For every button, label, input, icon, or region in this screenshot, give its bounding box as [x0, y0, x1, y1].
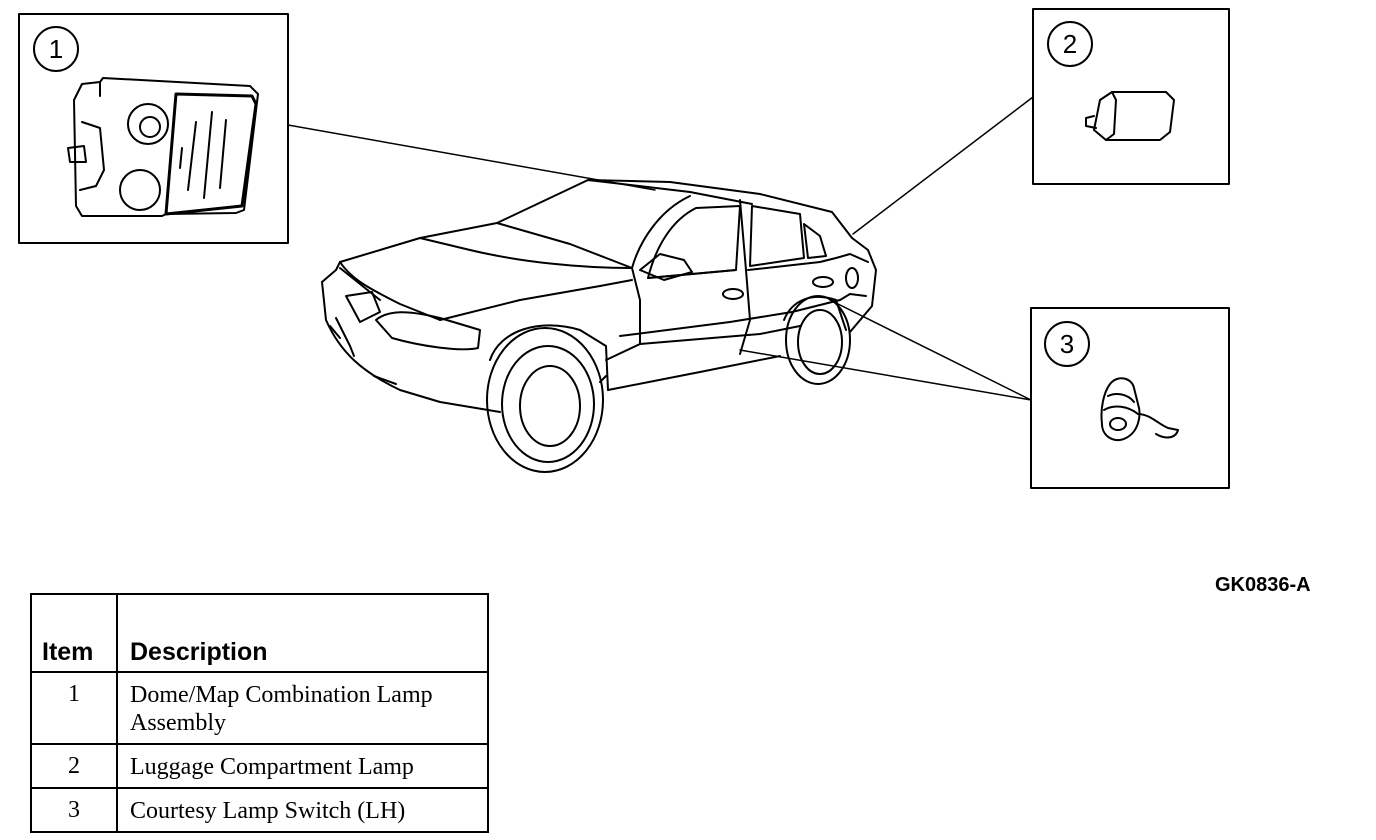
- dome-map-lamp-drawing: [67, 77, 259, 217]
- leader-lines: [287, 96, 1034, 401]
- luggage-lamp-drawing: [1085, 91, 1175, 141]
- legend-item-number: 2: [30, 743, 118, 789]
- callout-circle-3: [1044, 321, 1090, 367]
- legend-table: Item Description 1 Dome/Map Combination …: [30, 593, 489, 833]
- callout-circle-1: [33, 26, 79, 72]
- legend-header-item: Item: [30, 593, 118, 673]
- legend-item-number: 3: [30, 787, 118, 833]
- figure-id: GK0836-A: [1215, 574, 1311, 596]
- callout-label-3: 3: [1060, 329, 1074, 359]
- callout-box-3: [1030, 307, 1230, 489]
- legend-item-description: Courtesy Lamp Switch (LH): [116, 787, 489, 833]
- callout-label-1: 1: [49, 34, 63, 64]
- legend-item-description: Luggage Compartment Lamp: [116, 743, 489, 789]
- legend-item-number: 1: [30, 671, 118, 745]
- legend-item-description: Dome/Map Combination Lamp Assembly: [116, 671, 489, 745]
- legend-row: 3 Courtesy Lamp Switch (LH): [30, 787, 489, 833]
- legend-header-description: Description: [116, 593, 489, 673]
- callout-circle-2: [1047, 21, 1093, 67]
- legend-header-row: Item Description: [30, 593, 489, 673]
- car-drawing: [321, 179, 877, 473]
- courtesy-switch-drawing: [1100, 377, 1179, 442]
- callout-label-2: 2: [1063, 29, 1077, 59]
- callout-box-1: [18, 13, 289, 244]
- legend-row: 1 Dome/Map Combination Lamp Assembly: [30, 671, 489, 745]
- legend-row: 2 Luggage Compartment Lamp: [30, 743, 489, 789]
